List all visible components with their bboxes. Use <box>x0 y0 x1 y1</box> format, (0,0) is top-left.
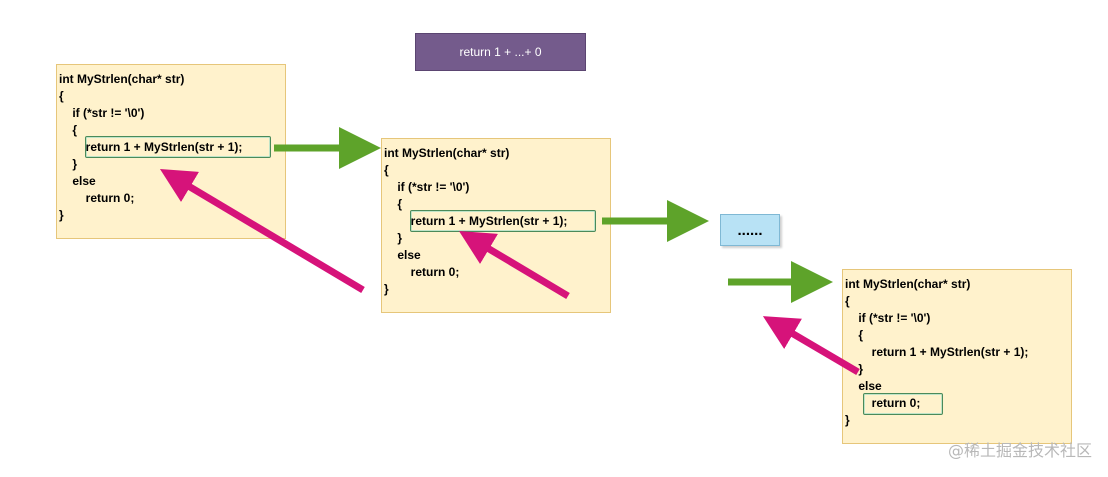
call-frame-1: int MyStrlen(char* str) { if (*str != '\… <box>56 64 286 239</box>
return-summary-box: return 1 + ...+ 0 <box>415 33 586 71</box>
code-line: } <box>845 413 850 427</box>
code-line: } <box>845 362 864 376</box>
code-line: if (*str != '\0') <box>59 106 145 120</box>
code-line: else <box>384 248 421 262</box>
code-line: { <box>59 89 64 103</box>
code-line: { <box>845 294 850 308</box>
base-case-highlight <box>863 393 943 415</box>
code-line: if (*str != '\0') <box>845 311 931 325</box>
code-line: { <box>845 328 864 342</box>
code-line: int MyStrlen(char* str) <box>845 277 971 291</box>
recursive-call-highlight <box>85 136 271 158</box>
code-line: if (*str != '\0') <box>384 180 470 194</box>
code-line: } <box>59 208 64 222</box>
code-line: } <box>384 282 389 296</box>
code-line: return 0; <box>59 191 135 205</box>
code-line: return 0; <box>845 396 921 410</box>
code-line: { <box>384 163 389 177</box>
call-frame-3: int MyStrlen(char* str) { if (*str != '\… <box>842 269 1072 444</box>
code-line: else <box>845 379 882 393</box>
code-line: return 1 + MyStrlen(str + 1); <box>59 140 243 154</box>
code-line: } <box>384 231 403 245</box>
code-line: return 0; <box>384 265 460 279</box>
code-line: int MyStrlen(char* str) <box>384 146 510 160</box>
code-line: { <box>384 197 403 211</box>
code-line: return 1 + MyStrlen(str + 1); <box>384 214 568 228</box>
code-line: } <box>59 157 78 171</box>
recursive-call-highlight <box>410 210 596 232</box>
call-frame-2: int MyStrlen(char* str) { if (*str != '\… <box>381 138 611 313</box>
return-summary-label: return 1 + ...+ 0 <box>459 45 542 59</box>
more-calls-label: ...... <box>737 221 763 239</box>
code-line: return 1 + MyStrlen(str + 1); <box>845 345 1029 359</box>
code-line: else <box>59 174 96 188</box>
code-line: int MyStrlen(char* str) <box>59 72 185 86</box>
watermark: @稀土掘金技术社区 <box>947 441 1092 460</box>
more-calls-box: ...... <box>720 214 780 246</box>
code-line: { <box>59 123 78 137</box>
